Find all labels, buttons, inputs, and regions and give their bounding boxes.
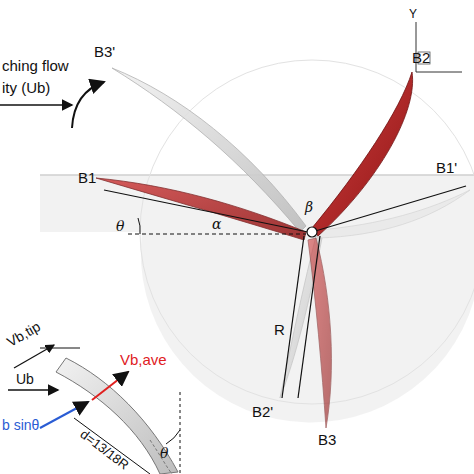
diagram-label: ity (Ub) [2, 80, 50, 95]
diagram-label: B2' [252, 404, 273, 419]
diagram-label: Ub [16, 372, 34, 386]
diagram-label: B2 [412, 50, 430, 65]
diagram-label: θ [116, 219, 124, 233]
diagram-label: Vb,tip [5, 319, 43, 349]
diagram-label: β [305, 200, 313, 214]
diagram-label: d=13/18R [78, 427, 131, 472]
diagram-label: B3' [94, 44, 115, 59]
diagram-label: ching flow [2, 58, 69, 73]
diagram-label: θ [160, 446, 168, 460]
diagram-label: Vb,ave [120, 352, 167, 367]
diagram-label: Y [409, 8, 417, 20]
diagram-label: B3 [318, 432, 336, 447]
diagram-label: α [212, 217, 221, 231]
diagram-label: B1 [78, 170, 96, 185]
diagram-label: b sinθ [2, 418, 39, 432]
diagram-label: B1' [436, 160, 457, 175]
diagram-label: R [274, 322, 285, 337]
